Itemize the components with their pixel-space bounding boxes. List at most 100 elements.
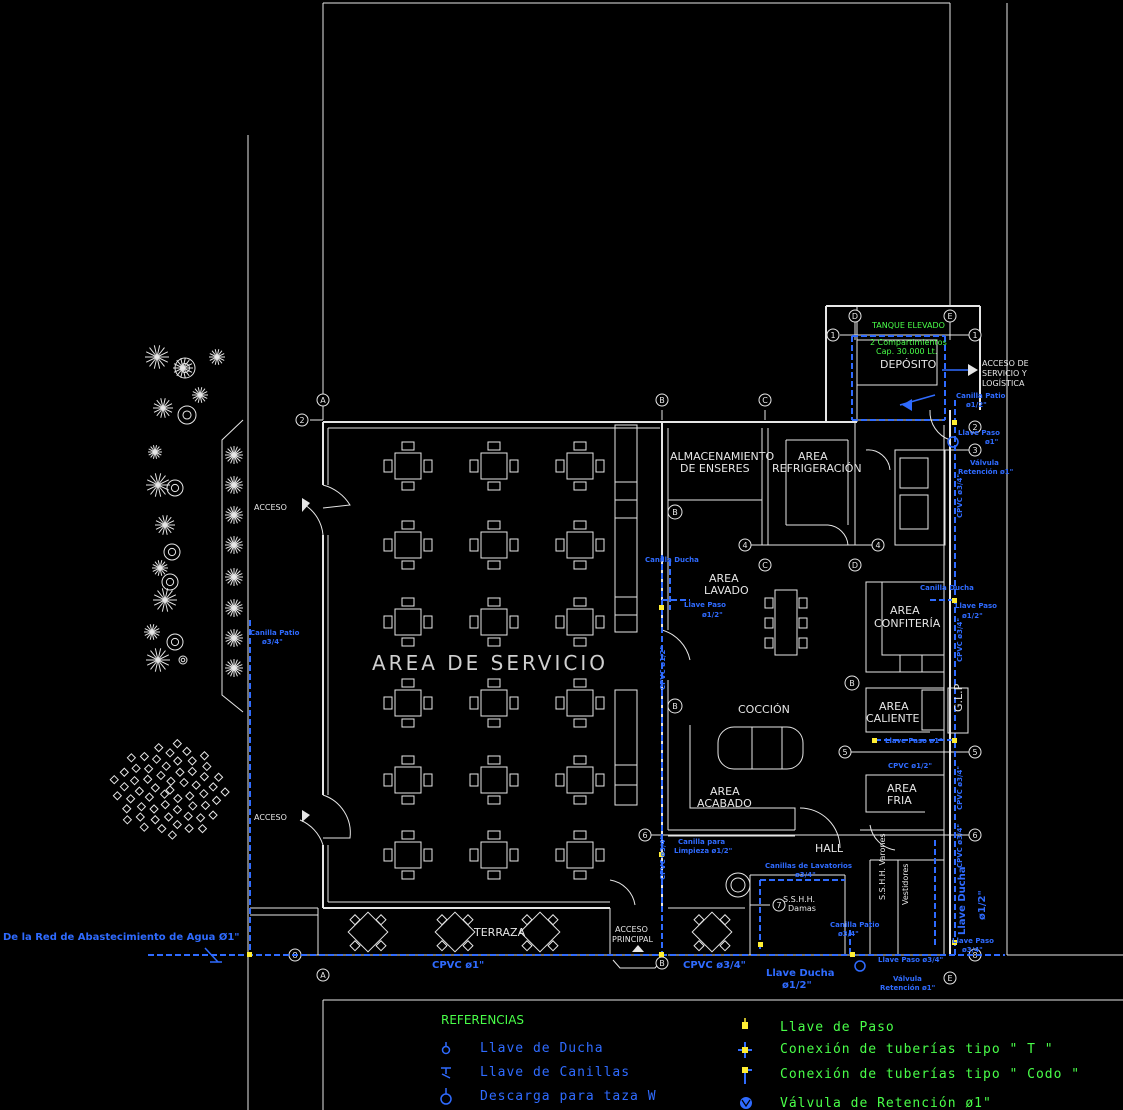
svg-text:B: B — [672, 508, 678, 517]
chair — [798, 617, 808, 629]
plant-icon — [146, 648, 170, 672]
svg-text:ø3/4": ø3/4" — [795, 871, 816, 879]
svg-text:ACABADO: ACABADO — [697, 797, 752, 810]
svg-text:Damas: Damas — [788, 904, 816, 913]
legend-descarga-icon — [440, 1088, 452, 1105]
svg-text:PRINCIPAL: PRINCIPAL — [612, 935, 653, 944]
label-ssh-varones: S.S.H.H. Varones — [878, 833, 887, 900]
plant-icon — [146, 473, 170, 497]
plant-icon — [225, 599, 243, 617]
label-hall: HALL — [815, 842, 844, 855]
plant-icon — [209, 349, 225, 365]
axis-bubble: C — [758, 393, 772, 407]
legend-valvula-icon — [740, 1097, 752, 1109]
pipe-fittings — [247, 420, 959, 972]
dining-table — [383, 520, 433, 570]
axis-bubble: 4 — [738, 538, 752, 552]
label-cpvc-34: CPVC ø3/4" — [683, 960, 746, 971]
svg-text:4: 4 — [875, 541, 880, 550]
legend-item-llave-paso: Llave de Paso — [780, 1020, 895, 1035]
svg-text:ø1/2": ø1/2" — [702, 611, 723, 619]
svg-text:Canilla Ducha: Canilla Ducha — [645, 556, 699, 564]
dining-table — [383, 441, 433, 491]
svg-text:Canillas de Lavatorios: Canillas de Lavatorios — [765, 862, 852, 870]
svg-text:Canilla Patio: Canilla Patio — [956, 392, 1006, 400]
svg-text:C: C — [762, 396, 768, 405]
tree-icon — [161, 573, 179, 591]
svg-text:3: 3 — [972, 446, 977, 455]
axis-bubble: 5 — [968, 745, 982, 759]
dining-table — [469, 441, 519, 491]
plant-icon — [225, 568, 243, 586]
dining-table — [555, 441, 605, 491]
svg-text:ø3/4": ø3/4" — [962, 946, 983, 954]
tree-icon — [163, 543, 181, 561]
svg-text:Llave Paso: Llave Paso — [684, 601, 726, 609]
svg-text:B: B — [849, 679, 855, 688]
dining-table — [469, 830, 519, 880]
tree-icon — [177, 405, 197, 425]
svg-text:Llave Paso: Llave Paso — [955, 602, 997, 610]
svg-text:6: 6 — [642, 831, 647, 840]
label-vestidores: Vestidores — [901, 864, 910, 905]
svg-text:2: 2 — [299, 416, 304, 425]
legend-item-descarga: Descarga para taza W — [480, 1089, 657, 1104]
label-acceso-principal: ACCESO — [615, 925, 648, 934]
chair — [798, 637, 808, 649]
svg-text:E: E — [947, 312, 952, 321]
label-llave-ducha: Llave Ducha — [766, 968, 835, 979]
axis-bubble: A — [316, 968, 330, 982]
svg-text:D: D — [852, 312, 858, 321]
dining-table — [383, 678, 433, 728]
axis-bubble: D — [848, 309, 862, 323]
legend-llave-ducha-icon — [441, 1042, 451, 1055]
dining-table — [555, 520, 605, 570]
svg-text:D: D — [852, 561, 858, 570]
dining-table — [383, 830, 433, 880]
label-ssh: S.S.H.H. — [783, 895, 815, 904]
legend-item-codo: Conexión de tuberías tipo " Codo " — [780, 1067, 1080, 1082]
legend-llave-canillas-icon — [441, 1067, 451, 1079]
svg-text:ø1": ø1" — [985, 438, 998, 446]
water-pipes — [148, 335, 1005, 963]
axis-bubble: 2 — [968, 420, 982, 434]
plant-icon — [153, 588, 177, 612]
label-almacenamiento: ALMACENAMIENTO — [670, 450, 774, 463]
legend: REFERENCIAS Llave de Ducha Llave de Cani… — [440, 1013, 1080, 1110]
svg-text:2 Compartimientos: 2 Compartimientos — [870, 338, 947, 347]
label-acceso-1: ACCESO — [254, 503, 287, 512]
plant-icon — [225, 506, 243, 524]
svg-text:ø3/4": ø3/4" — [838, 930, 859, 938]
svg-text:Retención ø1": Retención ø1" — [880, 984, 935, 992]
label-terraza: TERRAZA — [473, 926, 526, 939]
axis-bubble: 7 — [772, 898, 786, 912]
svg-text:8: 8 — [972, 951, 977, 960]
svg-text:FRIA: FRIA — [887, 794, 912, 807]
plant-icon — [144, 624, 160, 640]
label-red-agua: De la Red de Abastecimiento de Agua Ø1" — [3, 931, 240, 943]
svg-text:SERVICIO Y: SERVICIO Y — [982, 369, 1027, 378]
plant-icon — [225, 446, 243, 464]
tree-icon — [178, 655, 188, 665]
svg-text:6: 6 — [972, 831, 977, 840]
tank-labels: TANQUE ELEVADO 2 Compartimientos Cap. 30… — [870, 321, 947, 356]
label-refrigeracion: AREA — [798, 450, 828, 463]
legend-tee-icon — [738, 1042, 752, 1058]
svg-text:ø1/2": ø1/2" — [977, 890, 988, 920]
svg-text:Canilla Patio: Canilla Patio — [250, 629, 300, 637]
svg-text:1: 1 — [972, 331, 977, 340]
svg-text:LOGÍSTICA: LOGÍSTICA — [982, 377, 1025, 388]
axis-bubble: B — [655, 956, 669, 970]
svg-text:Llave Paso: Llave Paso — [952, 937, 994, 945]
b-badges: B B B — [667, 504, 860, 714]
svg-text:A: A — [320, 396, 326, 405]
svg-text:CALIENTE: CALIENTE — [866, 712, 919, 725]
svg-text:7: 7 — [776, 901, 781, 910]
svg-text:ø1/2": ø1/2" — [962, 612, 983, 620]
svg-text:B: B — [659, 959, 665, 968]
svg-text:5: 5 — [842, 748, 847, 757]
svg-text:Cap. 30.000 Lt.: Cap. 30.000 Lt. — [876, 347, 937, 356]
axis-bubble: 4 — [871, 538, 885, 552]
